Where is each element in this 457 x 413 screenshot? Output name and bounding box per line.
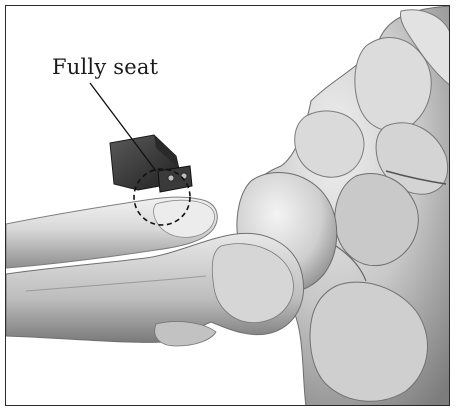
tarsal-bones	[237, 6, 450, 406]
callout-label: Fully seat	[52, 55, 158, 79]
figure-frame: Fully seat	[5, 5, 450, 406]
